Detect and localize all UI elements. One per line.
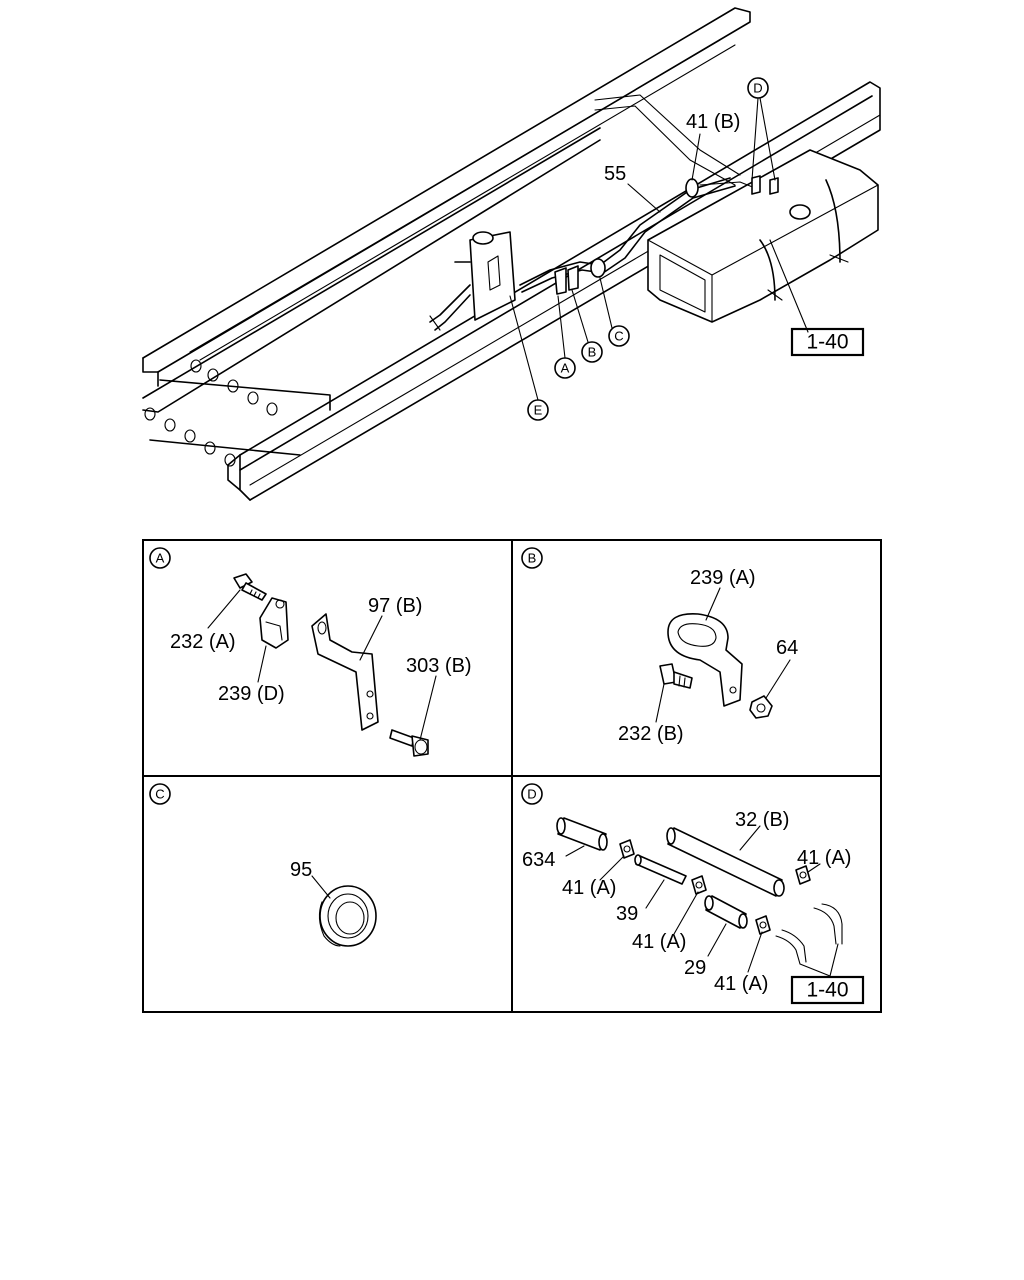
label-64: 64 [776,637,798,659]
detail-grid [142,539,882,1013]
clip-239d [259,597,289,649]
circle-marker-b: B [581,341,603,363]
panel-c-marker: C [149,783,171,805]
ref-box-label: 1-40 [806,331,848,354]
panel-b-marker: B [521,547,543,569]
svg-text:C: C [614,329,623,344]
grommet-95 [318,885,377,947]
panel-a-marker: A [149,547,171,569]
fuel-tank-drawing [647,149,879,323]
svg-text:D: D [527,787,536,802]
label-41a-2: 41 (A) [632,931,686,953]
hose-29 [704,895,748,929]
clamp-41a-1 [619,839,635,859]
svg-text:A: A [561,361,570,376]
label-29: 29 [684,957,706,979]
label-41a-4: 41 (A) [797,847,851,869]
clamp-41a-3 [755,915,771,935]
panel-c: C 95 [149,783,377,947]
panel-a: A 232 (A) 239 (D [149,547,472,757]
label-39: 39 [616,903,638,925]
rail-holes [144,359,278,467]
bolt-303b [389,729,429,757]
nut-64 [749,695,773,719]
circle-marker-a: A [554,357,576,379]
label-232b: 232 (B) [618,723,684,745]
panel-d-marker: D [521,783,543,805]
bolt-232a [233,573,267,601]
ref-box-1-40 [790,327,865,357]
label-232a: 232 (A) [170,631,236,653]
hose-634 [556,817,608,851]
label-97b: 97 (B) [368,595,422,617]
svg-text:D: D [753,81,762,96]
panel-b: B 239 (A) 64 232 (B) [521,547,798,745]
label-32b: 32 (B) [735,809,789,831]
overview-leaders [509,97,809,401]
fuel-pipes-drawing [429,175,779,331]
panel-d: D [521,783,865,1005]
circle-marker-d: D [747,77,769,99]
ref-box-label-panel-d: 1-40 [806,979,848,1002]
circle-marker-c: C [608,325,630,347]
bracket-97b [311,613,379,731]
pipe-32b [666,827,785,897]
svg-text:B: B [528,551,537,566]
clamp-239a [667,613,743,707]
circle-marker-e: E [527,399,549,421]
label-41a-3: 41 (A) [714,973,768,995]
svg-text:B: B [588,345,597,360]
bolt-232b [659,663,693,689]
svg-text:E: E [534,403,543,418]
label-634: 634 [522,849,555,871]
label-239d: 239 (D) [218,683,285,705]
label-95: 95 [290,859,312,881]
label-303b: 303 (B) [406,655,472,677]
callout-55: 55 [604,163,626,185]
clamp-41a-2 [691,875,707,895]
tank-hose-ends [775,903,843,965]
ref-box-1-40-panel-d [790,975,865,1005]
svg-text:C: C [155,787,164,802]
callout-41b: 41 (B) [686,111,740,133]
label-239a: 239 (A) [690,567,756,589]
label-41a-1: 41 (A) [562,877,616,899]
svg-text:A: A [156,551,165,566]
pipe-39 [634,854,687,885]
clamp-41a-4 [795,865,811,885]
